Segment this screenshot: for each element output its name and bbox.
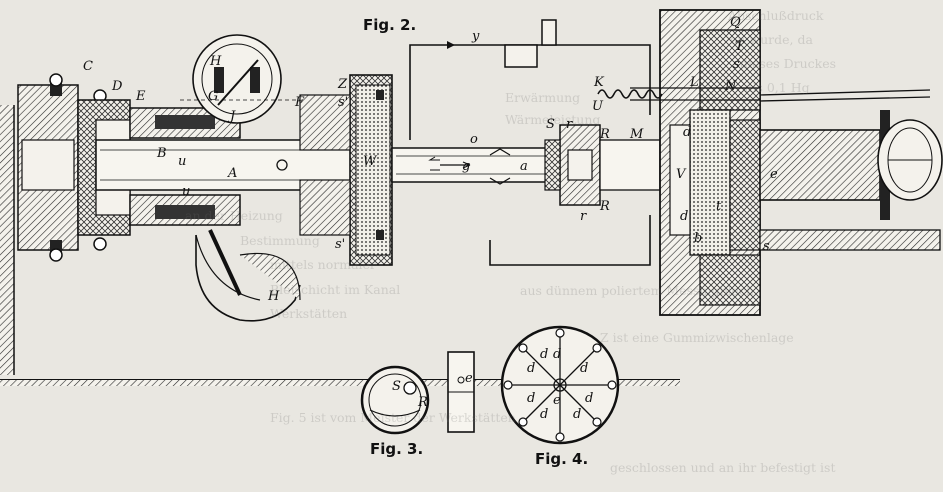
fig4-label-d: d — [585, 391, 594, 406]
heating-coil — [597, 87, 931, 102]
ghost-text: Bestimmung — [240, 233, 320, 248]
label-a-small: a — [520, 159, 528, 174]
label-g: G — [208, 89, 219, 104]
hand-wheel — [195, 229, 301, 322]
ghost-text: Erwärmung — [505, 90, 581, 105]
pipe-loop — [409, 19, 651, 266]
label-k: K — [594, 75, 604, 90]
fig3-label-e: e — [465, 371, 473, 386]
ghost-text: an der Heizung — [185, 208, 283, 223]
fig4-label-d: d — [580, 361, 589, 376]
fig2-caption: Fig. 2. — [363, 16, 417, 34]
ghost-text: Z ist eine Gummizwischenlage — [600, 330, 794, 345]
ghost-text: aus dünnem poliertem Messingblech — [520, 283, 754, 298]
label-d-2: d — [680, 209, 689, 224]
fig4-label-d: d — [553, 347, 562, 362]
fig4-label-d: d — [527, 361, 536, 376]
label-e: E — [136, 89, 146, 104]
fig3-ring — [360, 351, 475, 435]
ghost-text: Abschlußdruck — [728, 8, 824, 23]
label-t-cap: T — [735, 39, 744, 54]
fig4-label-e: e — [553, 393, 561, 408]
ghost-text: mittels normaler — [270, 257, 376, 272]
right-drum — [877, 119, 943, 201]
label-d: D — [112, 79, 123, 94]
ghost-text: Bleischicht im Kanal — [270, 282, 401, 297]
ghost-text: geschlossen und an ihr befestigt ist — [610, 460, 836, 475]
label-n: N — [725, 79, 737, 94]
fig4-caption: Fig. 4. — [535, 450, 589, 468]
fig3-label-r: R — [418, 395, 428, 410]
chamber-block — [299, 74, 393, 266]
ghost-text: Werkstätten — [270, 306, 348, 321]
fig4-label-d: d — [573, 407, 582, 422]
label-s-cap: S — [546, 117, 555, 132]
label-h-bottom: H — [268, 289, 280, 304]
right-housing — [659, 9, 941, 316]
label-s-2: s — [763, 239, 770, 254]
label-y: y — [472, 29, 480, 44]
label-o: o — [470, 132, 478, 147]
ghost-text: Wärmeleistung — [505, 112, 601, 127]
label-a-cap: A — [228, 166, 238, 181]
label-q: Q — [730, 15, 741, 30]
label-r-cap-2: R — [600, 199, 610, 214]
label-u-1: u — [178, 154, 187, 169]
label-r-cap-1: R — [600, 127, 610, 142]
fig4-label-d: d — [527, 391, 536, 406]
left-flange — [17, 73, 107, 262]
label-c: C — [83, 59, 93, 74]
fig4-disc — [500, 325, 620, 445]
fig3-caption: Fig. 3. — [370, 440, 424, 458]
label-t-small: t — [716, 199, 722, 214]
label-b: B — [157, 146, 167, 161]
inner-tube — [391, 147, 558, 185]
label-r-1: r — [566, 117, 573, 132]
slip-connector — [544, 124, 661, 206]
label-w: W — [363, 154, 377, 169]
left-wall — [0, 105, 15, 375]
label-m: M — [630, 127, 644, 142]
label-z-cap: Z — [338, 77, 348, 92]
label-r-2: r — [580, 209, 587, 224]
label-s-1: s — [733, 57, 740, 72]
label-j: J — [230, 109, 236, 124]
label-b-small: b — [694, 231, 703, 246]
label-g-small: g — [462, 159, 471, 174]
ghost-text: dieses Druckes — [740, 56, 837, 71]
label-s-prime-1: s' — [338, 95, 349, 110]
fig4-label-d: d — [540, 407, 549, 422]
fig3-label-s: S — [392, 379, 401, 394]
label-f: F — [295, 95, 305, 110]
label-s-prime-2: s' — [335, 237, 346, 252]
label-u-cap: U — [592, 99, 603, 114]
ghost-text: Fig. 5 ist vom Meister der Werkstätten — [270, 410, 516, 425]
label-d-1: d — [683, 125, 692, 140]
label-u-2: u — [182, 184, 191, 199]
gear-wheel — [180, 34, 300, 124]
label-l: L — [690, 75, 699, 90]
fig4-label-d: d — [540, 347, 549, 362]
label-e-small: e — [770, 167, 778, 182]
ghost-text: en wurde, da — [730, 32, 813, 47]
ghost-text: als 0,1 Hg — [745, 80, 810, 95]
label-h-top: H — [210, 54, 222, 69]
label-v: V — [676, 167, 686, 182]
